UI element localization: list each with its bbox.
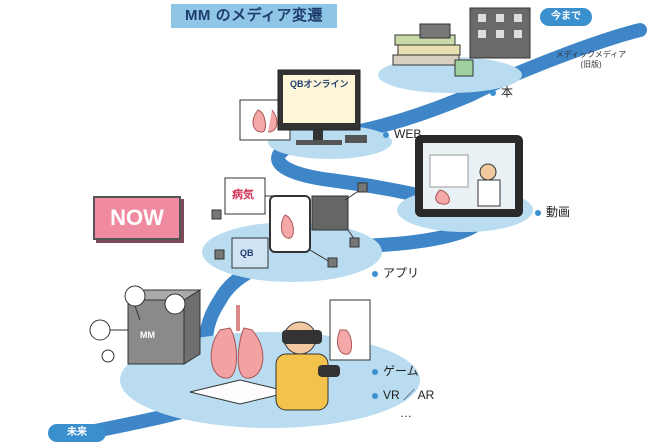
future-illustration (126, 289, 371, 411)
stage-text: ゲーム (383, 364, 419, 378)
stage-text: VR ／ AR (383, 388, 435, 402)
ellipse-book (378, 57, 522, 93)
stage-label-app: アプリ (372, 264, 419, 281)
computer-illustration (239, 69, 367, 145)
start-time-label: 今まで (540, 8, 592, 26)
bullet-dot (372, 368, 378, 375)
stage-text: 本 (501, 85, 514, 99)
bullet-dot (372, 392, 378, 399)
bullet-dot (383, 131, 389, 138)
video-tablet-illustration (415, 135, 523, 217)
end-time-label: 未来 (48, 424, 106, 442)
books-illustration (392, 7, 531, 77)
bullet-dot (372, 270, 378, 277)
stage-label-more: … (400, 406, 412, 420)
source-note-line-1: メディックメディア (555, 50, 627, 59)
box-brand-label: MM (140, 330, 155, 340)
stage-label-web: WEB (383, 127, 421, 141)
app-illustration (211, 177, 368, 269)
stage-label-book: 本 (490, 83, 513, 100)
stage-text: 動画 (546, 205, 571, 219)
bullet-dot (535, 209, 541, 216)
stage-text: WEB (394, 127, 422, 141)
source-note-line-2: (旧版) (580, 60, 602, 69)
stage-label-game: ゲーム (372, 362, 419, 379)
bullet-dot (490, 89, 496, 96)
web-screen-header: QBオンライン (290, 79, 349, 89)
stage-label-vr-ar: VR ／ AR (372, 386, 434, 403)
source-note: メディックメディア (旧版) (545, 50, 637, 70)
now-badge: NOW (93, 196, 181, 240)
app-card-qb-label: QB (240, 248, 254, 258)
stage-text: アプリ (383, 266, 420, 280)
stage-label-video: 動画 (535, 203, 570, 220)
app-card-disease-label: 病気 (232, 189, 254, 201)
diagram-title: MM のメディア変遷 (171, 4, 337, 28)
network-icons (89, 285, 186, 363)
